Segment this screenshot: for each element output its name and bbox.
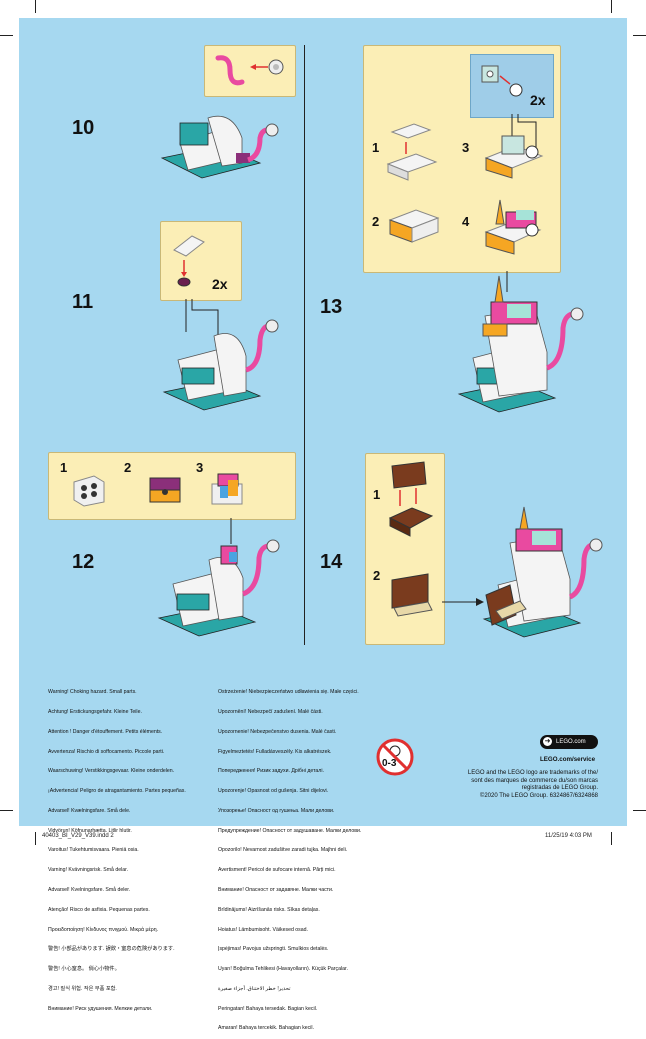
print-date: 11/25/19 4:03 PM	[545, 833, 592, 839]
column-divider	[304, 45, 305, 645]
warning-line: Upozornění! Nebezpečí zadušení. Malé čás…	[218, 708, 323, 715]
warning-line: Advarsel! Kvælningsfare. Små dele.	[48, 807, 131, 814]
warning-line: ¡Advertencia! Peligro de atragantamiento…	[48, 788, 186, 795]
warning-line: Предупреждение! Опасност от задушаване. …	[218, 827, 362, 834]
horn-head-assembly-icon	[484, 199, 542, 255]
unicorn-complete-icon	[482, 506, 603, 638]
warning-line: Upozorenje! Opasnost od gušenja. Sitni d…	[218, 788, 329, 795]
lego-com-pill[interactable]: ➜ LEGO.com	[540, 735, 598, 749]
white-plates-stack-icon	[386, 123, 438, 181]
warning-line: 警告! 小心窒息。 俏心小物件。	[48, 966, 120, 973]
white-orange-plates-icon	[388, 209, 440, 243]
warning-line: Внимание! Опасност от задавяне. Малки ча…	[218, 887, 334, 893]
warning-line: Opozorilo! Nevarnost zadušitve zaradi tu…	[218, 847, 348, 854]
step11-callout	[160, 221, 242, 301]
warning-line: 경고! 질식 위험. 작은 부품 포함.	[48, 985, 117, 992]
warning-line: Varning! Kvävningsrisk. Små delar.	[48, 867, 129, 874]
bracket-plate-icon	[73, 475, 105, 507]
headlight-brick-icon	[481, 65, 523, 97]
brown-book-icon	[391, 573, 433, 617]
unicorn-body-step10-icon	[160, 115, 279, 179]
step-number-14: 14	[320, 551, 343, 573]
warning-line: Attention ! Danger d'étouffement. Petits…	[48, 728, 163, 735]
substep-13-4: 4	[462, 214, 470, 229]
substep-14-1: 1	[373, 487, 381, 502]
warning-line: Упозорење! Опасност од гушења. Мали дело…	[218, 807, 335, 814]
warning-line: Ostrzeżenie! Niebezpieczeństwo udławieni…	[218, 689, 359, 696]
white-slope-tile-icon	[173, 235, 205, 287]
choking-warnings-right: Ostrzeżenie! Niebezpieczeństwo udławieni…	[218, 676, 361, 1039]
warning-line: Varoitus! Tukehtumisvaara. Pieniä osia.	[48, 847, 139, 854]
warning-line: Попередження! Ризик задухи. Дрібні детал…	[218, 768, 324, 775]
warning-line: Achtung! Erstickungsgefahr. Kleine Teile…	[48, 708, 142, 715]
trademark-line: LEGO and the LEGO logo are trademarks of…	[467, 770, 598, 776]
warning-line: Advarsel! Kvelningsfare. Små deler.	[48, 887, 131, 893]
unicorn-body-step12-icon	[157, 518, 280, 637]
file-name: 40403_BI_V29_V39.indd 2	[42, 833, 114, 839]
warning-line: Avvertenza! Rischio di soffocamento. Pic…	[48, 748, 165, 755]
step-number-11: 11	[72, 291, 94, 313]
warning-line: Hoiatus! Lämbumisoht. Väikesed osad.	[218, 926, 308, 933]
warning-line: Προειδοποίηση! Κίνδυνος πνιγμού. Μικρά μ…	[48, 926, 159, 933]
headlight-assembly-icon	[484, 114, 544, 179]
age-warning-icon	[376, 738, 414, 776]
trademark-line: ©2020 The LEGO Group. 6324867/6324868	[479, 792, 598, 799]
age-badge-label: 0-3	[382, 758, 397, 769]
unicorn-body-step11-icon	[162, 299, 279, 411]
step-number-12: 12	[72, 551, 95, 573]
brown-hinge-pieces-icon	[388, 461, 434, 537]
warning-line: Amaran! Bahaya tercekik. Bahagian kecil.	[218, 1025, 315, 1032]
substep-12-3: 3	[196, 460, 204, 475]
substep-13-3: 3	[462, 140, 470, 155]
rainbow-mane-icon	[211, 473, 243, 505]
purple-orange-brick-icon	[149, 477, 181, 503]
warning-line: Figyelmeztetés! Fulladásveszély. Kis alk…	[218, 748, 332, 755]
warning-line: 警告! 小部品があります. 誤飲・窒息の危険があります.	[48, 946, 175, 953]
warning-line: Upozornenie! Nebezpečenstvo dusenia. Mal…	[218, 728, 337, 735]
substep-13-2: 2	[372, 214, 380, 229]
warning-line: Atenção! Risco de asfixia. Pequenas part…	[48, 906, 150, 913]
trademark-line: registradas de LEGO Group.	[521, 785, 598, 792]
lego-service-link[interactable]: LEGO.com/service	[540, 756, 596, 763]
substep-12-1: 1	[60, 460, 68, 475]
unicorn-body-step13-icon	[457, 271, 584, 413]
substep-14-2: 2	[373, 568, 381, 583]
lego-com-label: LEGO.com	[556, 739, 586, 745]
warning-line: تحذير! خطر الاختناق. أجزاء صغيرة	[218, 985, 291, 992]
substep-13-1: 1	[372, 140, 380, 155]
warning-line: Uyarı! Boğulma Tehlikesi (Havayolların).…	[218, 966, 348, 973]
arrow-icon: ➜	[543, 737, 552, 746]
final-arrow-icon	[442, 598, 484, 606]
warning-line: Avertisment! Pericol de sufocare internă…	[218, 867, 336, 874]
substep-12-2: 2	[124, 460, 132, 475]
step-number-13: 13	[320, 296, 343, 318]
warning-line: Peringatan! Bahaya tersedak. Bagian keci…	[218, 1005, 318, 1012]
pink-tube-icon	[215, 55, 284, 86]
warning-line: Vidvörun! Köfnunarhætta. Litlir hlutir.	[48, 827, 132, 834]
warning-line: Brīdinājums! Aizrīšanās risks. Sīkas det…	[218, 906, 320, 913]
choking-warnings-left: Warning! Choking hazard. Small parts. Ac…	[48, 676, 186, 1019]
quantity-2x: 2x	[530, 92, 546, 108]
warning-line: Waarschuwing! Verstikkingsgevaar. Kleine…	[48, 768, 175, 775]
warning-line: Внимание! Риск удушения. Мелкие детали.	[48, 1005, 153, 1012]
warning-line: Įspėjimas! Pavojus užspringti. Smulkios …	[218, 946, 329, 953]
step-number-10: 10	[72, 117, 95, 139]
trademark-notice: LEGO and the LEGO logo are trademarks of…	[398, 770, 598, 800]
quantity-2x: 2x	[212, 276, 228, 292]
trademark-line: sont des marques de commerce du/son marc…	[471, 777, 598, 784]
warning-line: Warning! Choking hazard. Small parts.	[48, 689, 137, 696]
